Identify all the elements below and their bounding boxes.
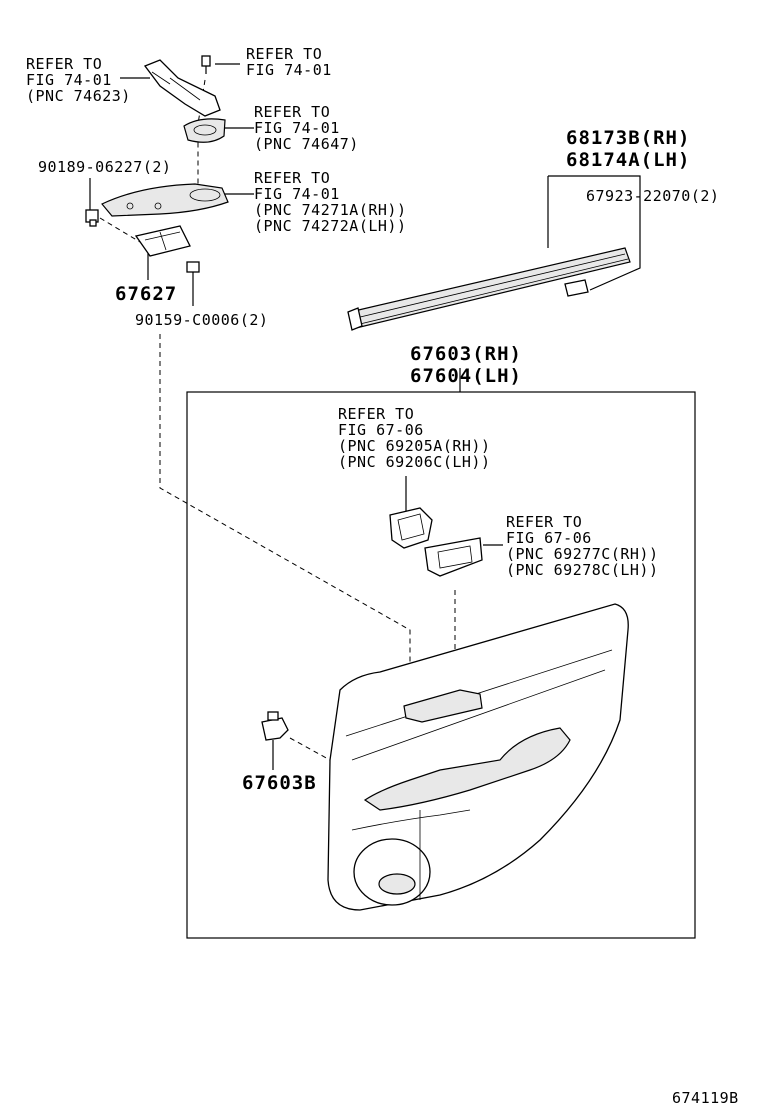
bracket-part <box>143 59 221 117</box>
weatherstrip-part <box>347 247 631 331</box>
armrest-cover-part <box>101 183 229 217</box>
label-pn-90159: 90159-C0006(2) <box>135 311 269 329</box>
clip-90189 <box>85 209 99 227</box>
leader-68173 <box>547 175 641 291</box>
clip-67603b <box>261 711 289 741</box>
label-pn-67627: 67627 <box>115 283 178 305</box>
label-pn-67923: 67923-22070(2) <box>586 187 720 205</box>
switch-bezel-part <box>424 537 483 577</box>
label-pn-67603: 67603(RH) 67604(LH) <box>410 343 522 387</box>
label-refer-74647: REFER TO FIG 74-01 (PNC 74647) <box>254 103 359 153</box>
label-refer-74623: REFER TO FIG 74-01 (PNC 74623) <box>26 55 131 105</box>
label-pn-90189: 90189-06227(2) <box>38 158 172 176</box>
bezel-part <box>183 118 226 143</box>
figure-id-label: 674119B <box>672 1089 739 1107</box>
label-refer-69277: REFER TO FIG 67-06 (PNC 69277C(RH)) (PNC… <box>506 513 659 579</box>
label-pn-68173: 68173B(RH) 68174A(LH) <box>566 127 691 171</box>
label-refer-74271: REFER TO FIG 74-01 (PNC 74271A(RH)) (PNC… <box>254 169 407 235</box>
label-refer-fig7401-top: REFER TO FIG 74-01 <box>246 45 332 79</box>
label-pn-67603b: 67603B <box>242 772 317 794</box>
assembly-line-5 <box>289 737 331 761</box>
inside-handle-part <box>389 507 433 549</box>
door-trim-panel <box>327 603 629 911</box>
screw-90159 <box>186 261 200 278</box>
screw-top <box>201 55 211 74</box>
door-panel-group-box <box>186 391 696 939</box>
label-refer-69205: REFER TO FIG 67-06 (PNC 69205A(RH)) (PNC… <box>338 405 491 471</box>
assembly-line-2 <box>99 217 141 243</box>
bracket-67627 <box>134 225 191 257</box>
